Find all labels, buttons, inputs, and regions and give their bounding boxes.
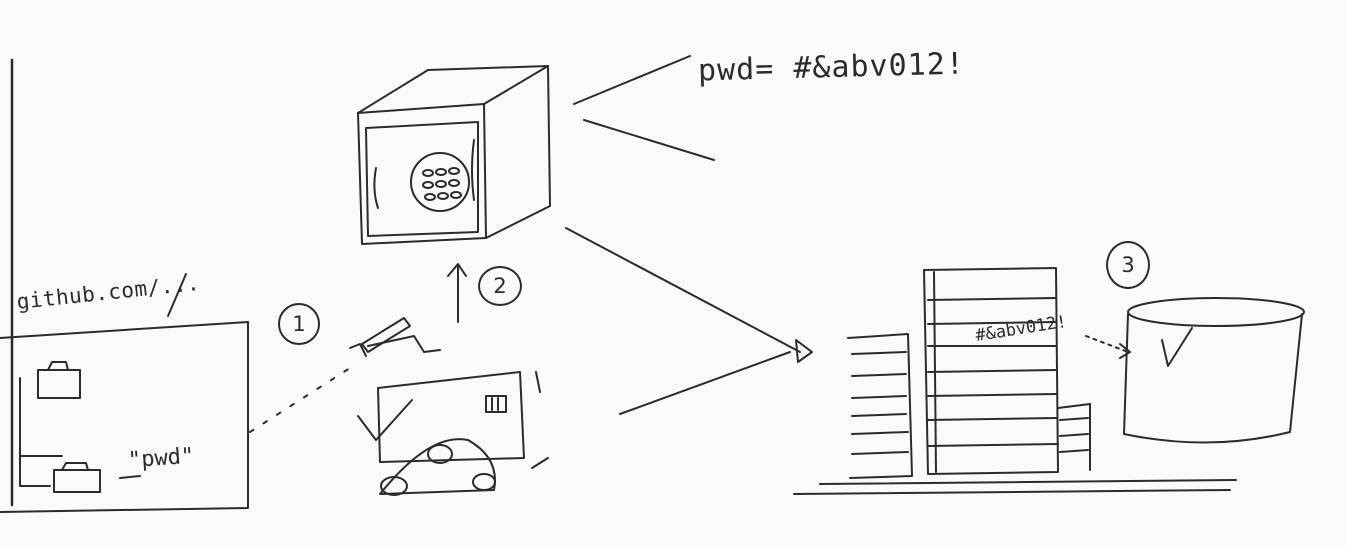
vault-password-label: pwd= #&abv012! (697, 46, 966, 89)
leak-dotted-line (249, 367, 351, 433)
step-3-badge: 3 (1106, 241, 1150, 289)
repository-window (0, 273, 249, 513)
arrow-head-icon (795, 339, 813, 363)
up-arrow-icon (447, 263, 467, 323)
callout-line-top (573, 55, 691, 105)
attack-line-upper (565, 227, 801, 353)
attack-line-lower (619, 351, 791, 415)
callout-line-bottom (583, 119, 715, 161)
safe-icon (357, 65, 551, 245)
step-2-badge: 2 (478, 266, 522, 306)
credential-dotted-arrow (1085, 335, 1129, 353)
credential-arrow-head-icon (1119, 343, 1131, 359)
password-file-label: "pwd" (127, 443, 196, 474)
step-1-badge: 1 (278, 303, 320, 345)
database-cylinder-icon (1123, 297, 1305, 444)
building-icon (793, 267, 1237, 495)
robot-arm-icon (349, 317, 549, 496)
